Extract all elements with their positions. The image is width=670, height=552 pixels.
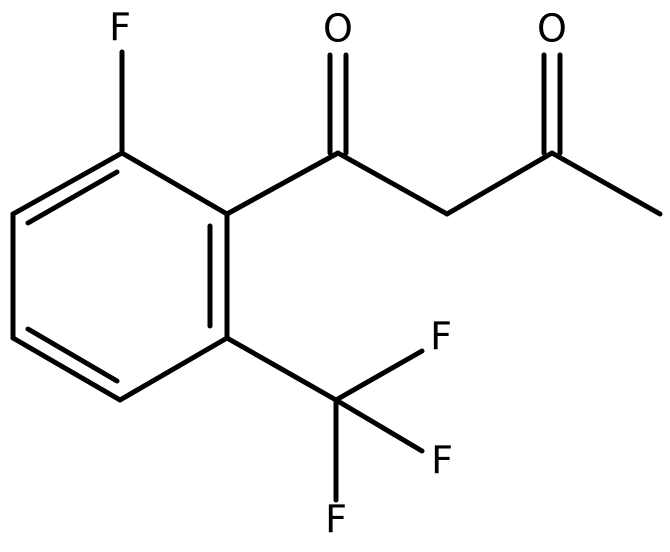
atom-label-f-cf3-a: F <box>430 315 452 359</box>
atom-label-o-ketone-1: O <box>323 7 353 51</box>
atom-label-f-cf3-b: F <box>431 439 453 483</box>
ring-bond-c1-c2 <box>119 150 230 217</box>
bond-ring-cf3 <box>224 335 339 403</box>
atom-label-f-cf3-c: F <box>325 498 347 542</box>
bond-cf3-f-a <box>333 348 425 403</box>
bond-carbonyl-1-ch2 <box>335 150 450 217</box>
ring-bond-c4-c5-inner <box>25 326 120 384</box>
ring-bond-c4-c5 <box>10 335 123 403</box>
ring-bond-c6-c1 <box>10 150 125 217</box>
bond-carbonyl-2-methyl <box>549 150 663 217</box>
ring-bond-c3-c4 <box>117 335 230 403</box>
ring-bond-c6-c1-inner <box>25 169 120 226</box>
atom-label-f-ring: F <box>109 6 131 50</box>
bond-ch2-carbonyl-2 <box>444 150 555 217</box>
bond-ring-carbonyl-1 <box>224 150 341 217</box>
atom-label-o-ketone-2: O <box>537 7 567 51</box>
bond-cf3-f-b <box>333 397 425 454</box>
